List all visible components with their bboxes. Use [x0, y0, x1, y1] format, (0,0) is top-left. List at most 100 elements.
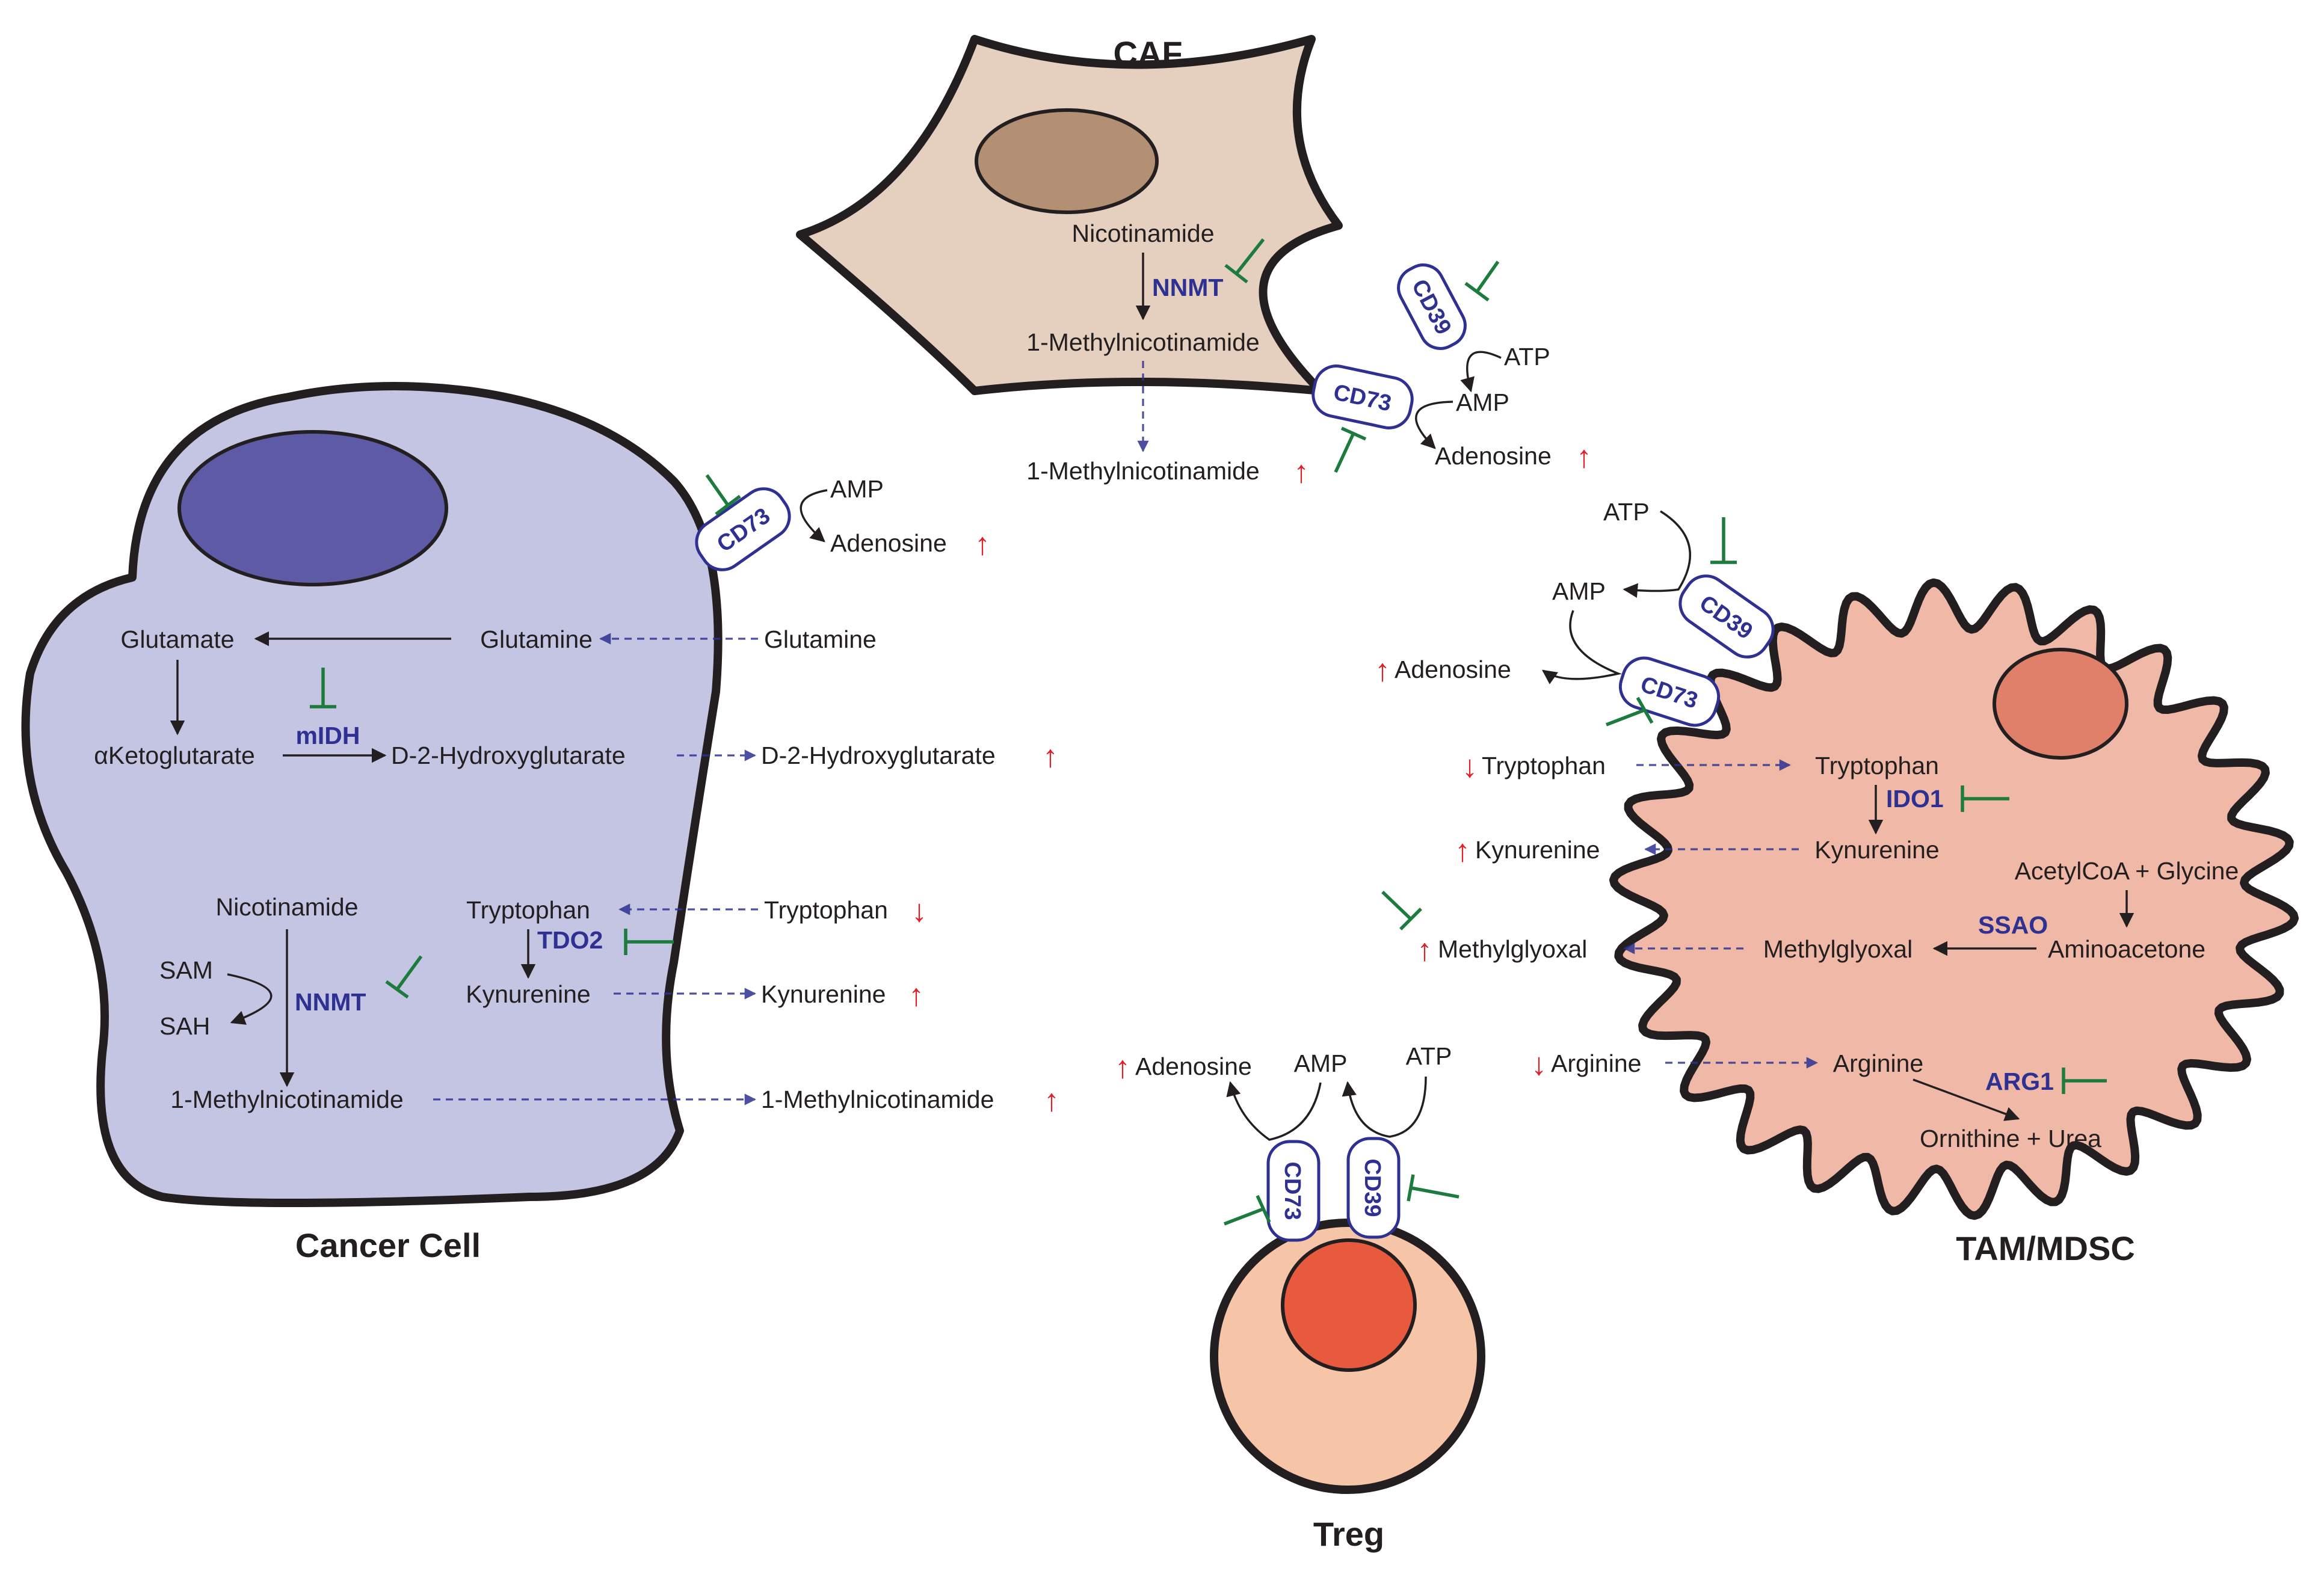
- cancer-glutamine-intracellular: Glutamine: [480, 625, 593, 653]
- caf-cd39-inhibitor: [1464, 260, 1500, 302]
- cancer-glutamate: Glutamate: [120, 625, 234, 653]
- caf-atp: ATP: [1504, 343, 1550, 370]
- caf-cd73-inhibitor: [1334, 426, 1367, 473]
- tam-adenosine-up-arrow: ↑: [1375, 653, 1390, 688]
- treg-adenosine: Adenosine: [1135, 1053, 1252, 1080]
- tam-tryptophan-down-arrow: ↓: [1462, 749, 1478, 784]
- treg-cd39-receptor: CD39: [1346, 1137, 1401, 1239]
- tam-kynurenine-up-arrow: ↑: [1455, 834, 1470, 868]
- tam-arginine-extracellular: Arginine: [1551, 1050, 1641, 1077]
- cancer-adenosine: Adenosine: [830, 529, 947, 557]
- caf-nnmt-inhibitor: [1224, 238, 1265, 284]
- cancer-nucleus: [177, 430, 448, 586]
- cancer-membrane: [21, 382, 723, 1207]
- cancer-sam-to-sah-arrow: [227, 973, 273, 1025]
- tam-ido1-inhibitor: [1961, 785, 2009, 812]
- caf-nnmt-enzyme: NNMT: [1152, 274, 1223, 301]
- cancer-kynurenine-extracellular: Kynurenine: [761, 980, 886, 1008]
- cancer-tryptophan-extracellular: Tryptophan: [764, 896, 888, 924]
- caf-mna-intracellular: 1-Methylnicotinamide: [1026, 328, 1259, 356]
- tam-cd73-receptor: CD73: [1618, 656, 1721, 727]
- caf-title: CAF: [1113, 34, 1182, 72]
- cancer-cd73-receptor: CD73: [695, 487, 791, 571]
- cancer-mna-extracellular: 1-Methylnicotinamide: [761, 1086, 994, 1113]
- tam-arg1-inhibitor: [2062, 1068, 2107, 1094]
- tam-cd73-inhibitor: [1606, 696, 1654, 727]
- cancer-title: Cancer Cell: [295, 1226, 481, 1264]
- cancer-mna-intracellular: 1-Methylnicotinamide: [170, 1086, 403, 1113]
- cancer-cd73-inhibitor: [705, 474, 741, 516]
- cancer-tdo2-enzyme: TDO2: [537, 926, 603, 954]
- tam-atp-to-amp-arrow: [1623, 510, 1691, 598]
- caf-adenosine-up-arrow: ↑: [1576, 440, 1592, 475]
- caf-amp: AMP: [1456, 389, 1509, 416]
- cancer-d2hg-extracellular: D-2-Hydroxyglutarate: [761, 742, 996, 769]
- tam-tryptophan-intracellular: Tryptophan: [1815, 752, 1939, 779]
- cancer-kynurenine-up-arrow: ↑: [908, 978, 924, 1013]
- treg-amp: AMP: [1294, 1050, 1348, 1077]
- caf-adenosine: Adenosine: [1435, 442, 1552, 470]
- caf-cell: CAF Nicotinamide NNMT 1-Methylnicotinami…: [796, 34, 1592, 490]
- tam-arginine-intracellular: Arginine: [1833, 1050, 1923, 1077]
- cancer-mna-up-arrow: ↑: [1044, 1083, 1059, 1118]
- tam-mdsc-cell: TAM/MDSC ATP AMP CD39 CD73 ↑ Adenosine ↓…: [1375, 498, 2299, 1267]
- tam-membrane: [1609, 578, 2299, 1220]
- caf-mna-up-arrow: ↑: [1293, 455, 1309, 490]
- cancer-tdo2-inhibitor: [624, 929, 674, 955]
- tam-ornithine-urea: Ornithine + Urea: [1920, 1125, 2101, 1152]
- svg-text:CD73: CD73: [1280, 1161, 1305, 1220]
- cancer-kynurenine-intracellular: Kynurenine: [466, 980, 590, 1008]
- cancer-tryptophan-intracellular: Tryptophan: [466, 896, 590, 924]
- tam-ssao-enzyme: SSAO: [1978, 911, 2048, 939]
- caf-nicotinamide: Nicotinamide: [1072, 220, 1215, 247]
- cancer-midh-enzyme: mIDH: [295, 722, 360, 749]
- tam-aminoacetone: Aminoacetone: [2048, 935, 2205, 963]
- tam-methylglyoxal-extracellular: Methylglyoxal: [1438, 935, 1587, 963]
- tam-kynurenine-intracellular: Kynurenine: [1814, 836, 1939, 864]
- cancer-nnmt-enzyme: NNMT: [295, 988, 366, 1016]
- cancer-d2hg-up-arrow: ↑: [1043, 739, 1058, 774]
- caf-nucleus: [975, 108, 1159, 214]
- treg-nucleus: [1281, 1238, 1417, 1372]
- cancer-sah: SAH: [159, 1012, 210, 1040]
- tam-amp-to-adenosine-arrow: [1542, 610, 1622, 684]
- treg-cd73-receptor: CD73: [1266, 1140, 1321, 1242]
- tam-ido1-enzyme: IDO1: [1886, 785, 1944, 813]
- treg-adenosine-up-arrow: ↑: [1115, 1050, 1130, 1085]
- cancer-adenosine-up-arrow: ↑: [975, 527, 990, 562]
- tam-kynurenine-extracellular: Kynurenine: [1475, 836, 1600, 864]
- tam-arg1-arrow: [1913, 1078, 2020, 1121]
- treg-title: Treg: [1313, 1515, 1384, 1553]
- tam-arg1-enzyme: ARG1: [1985, 1068, 2054, 1095]
- tam-methylglyoxal-inhibitor: [1381, 891, 1422, 930]
- caf-cd73-receptor: CD73: [1311, 364, 1414, 429]
- tam-amp: AMP: [1552, 577, 1606, 605]
- cancer-amp: AMP: [830, 475, 884, 503]
- treg-amp-to-adenosine-arrow: [1226, 1081, 1322, 1141]
- svg-text:CD39: CD39: [1360, 1158, 1385, 1217]
- tam-atp: ATP: [1603, 498, 1650, 526]
- cancer-akg: αKetoglutarate: [94, 742, 255, 769]
- tam-methylglyoxal-up-arrow: ↑: [1417, 933, 1432, 968]
- cancer-nnmt-inhibitor: [385, 955, 423, 999]
- cancer-amp-to-adenosine-arrow: [800, 489, 828, 542]
- treg-cd73-inhibitor: [1224, 1194, 1271, 1226]
- tam-arginine-down-arrow: ↓: [1531, 1047, 1547, 1082]
- cancer-sam: SAM: [159, 956, 213, 984]
- cancer-tryptophan-down-arrow: ↓: [911, 894, 927, 929]
- tam-nucleus: [1993, 648, 2128, 760]
- cancer-midh-inhibitor: [310, 668, 336, 708]
- cancer-nicotinamide: Nicotinamide: [216, 893, 359, 921]
- treg-cell: Treg CD73 CD39 ↑ Adenosine AMP ATP: [1115, 1042, 1485, 1553]
- cancer-cell: Cancer Cell CD73 AMP Adenosine ↑ Glutami…: [21, 382, 1059, 1264]
- tam-methylglyoxal-intracellular: Methylglyoxal: [1763, 935, 1913, 963]
- cancer-d2hg-intracellular: D-2-Hydroxyglutarate: [391, 742, 626, 769]
- treg-cd39-inhibitor: [1407, 1174, 1459, 1202]
- cancer-glutamine-extracellular: Glutamine: [764, 625, 877, 653]
- caf-amp-to-adenosine-arrow: [1415, 401, 1453, 449]
- caf-atp-to-amp-arrow: [1460, 351, 1502, 393]
- tam-cd39-inhibitor: [1710, 517, 1737, 564]
- caf-mna-extracellular: 1-Methylnicotinamide: [1026, 457, 1259, 485]
- treg-atp-to-amp-arrow: [1342, 1076, 1427, 1138]
